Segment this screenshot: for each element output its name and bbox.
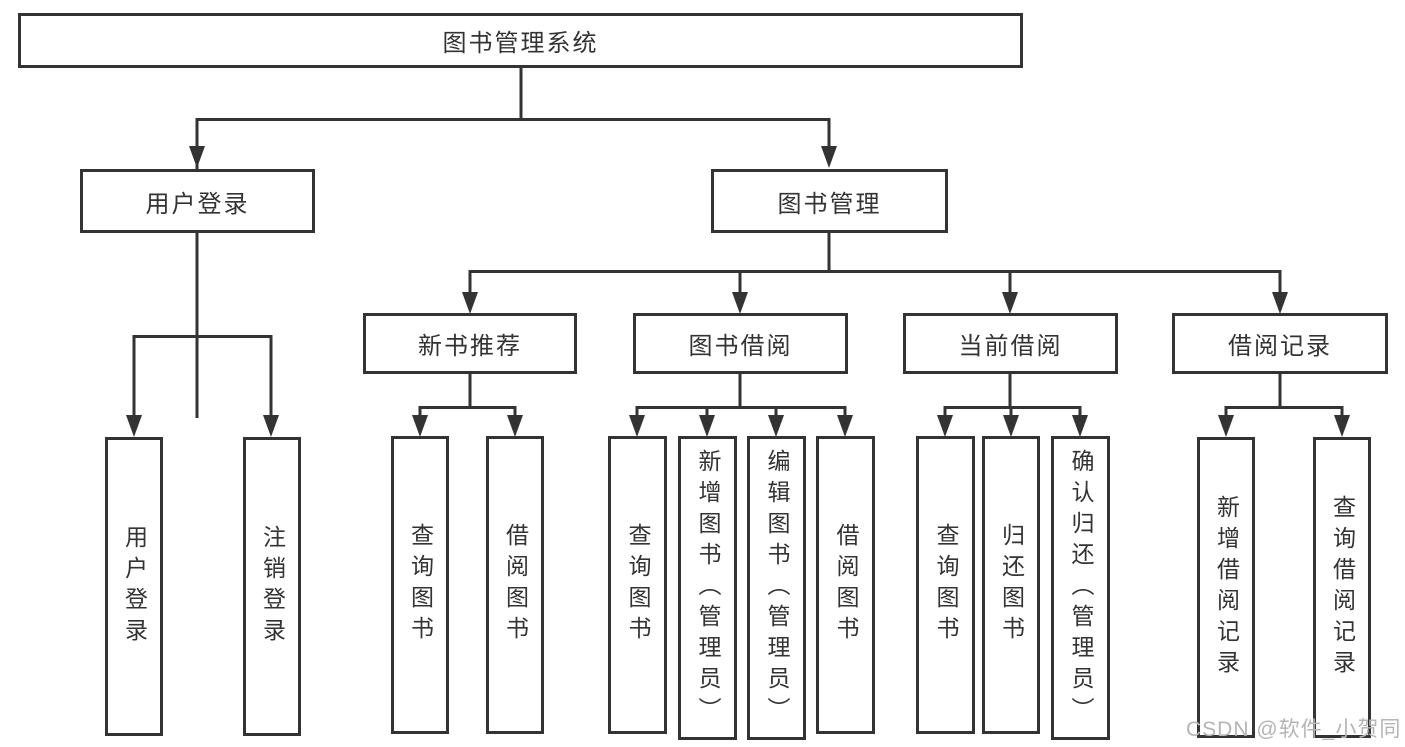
leaf-current-return-books: 归还图书 <box>982 436 1040 734</box>
node-borrow-records: 借阅记录 <box>1172 313 1388 374</box>
leaf-borrow-edit-book-admin: 编辑图书（管理员） <box>747 436 806 740</box>
leaf-current-query-books: 查询图书 <box>916 436 975 734</box>
leaf-recommend-borrow-books: 借阅图书 <box>486 436 544 734</box>
node-book-management: 图书管理 <box>711 169 948 233</box>
node-book-borrow: 图书借阅 <box>633 313 848 374</box>
leaf-records-add-record: 新增借阅记录 <box>1197 437 1255 738</box>
leaf-borrow-borrow-books: 借阅图书 <box>816 436 875 734</box>
node-new-book-recommend: 新书推荐 <box>363 313 577 374</box>
leaf-logout: 注销登录 <box>243 437 301 736</box>
node-library-management-system: 图书管理系统 <box>18 13 1023 68</box>
csdn-watermark: CSDN @软件_小贺同学 <box>1186 718 1402 741</box>
arrowheads <box>126 146 1350 437</box>
leaf-borrow-add-book-admin: 新增图书（管理员） <box>678 436 737 740</box>
leaf-recommend-query-books: 查询图书 <box>391 436 449 734</box>
leaf-records-query-record: 查询借阅记录 <box>1313 437 1371 738</box>
leaf-borrow-query-books: 查询图书 <box>608 436 667 734</box>
node-user-login: 用户登录 <box>80 169 315 233</box>
leaf-current-confirm-return-admin: 确认归还（管理员） <box>1051 436 1110 740</box>
node-current-borrow: 当前借阅 <box>903 313 1118 374</box>
leaf-user-login: 用户登录 <box>105 437 163 736</box>
